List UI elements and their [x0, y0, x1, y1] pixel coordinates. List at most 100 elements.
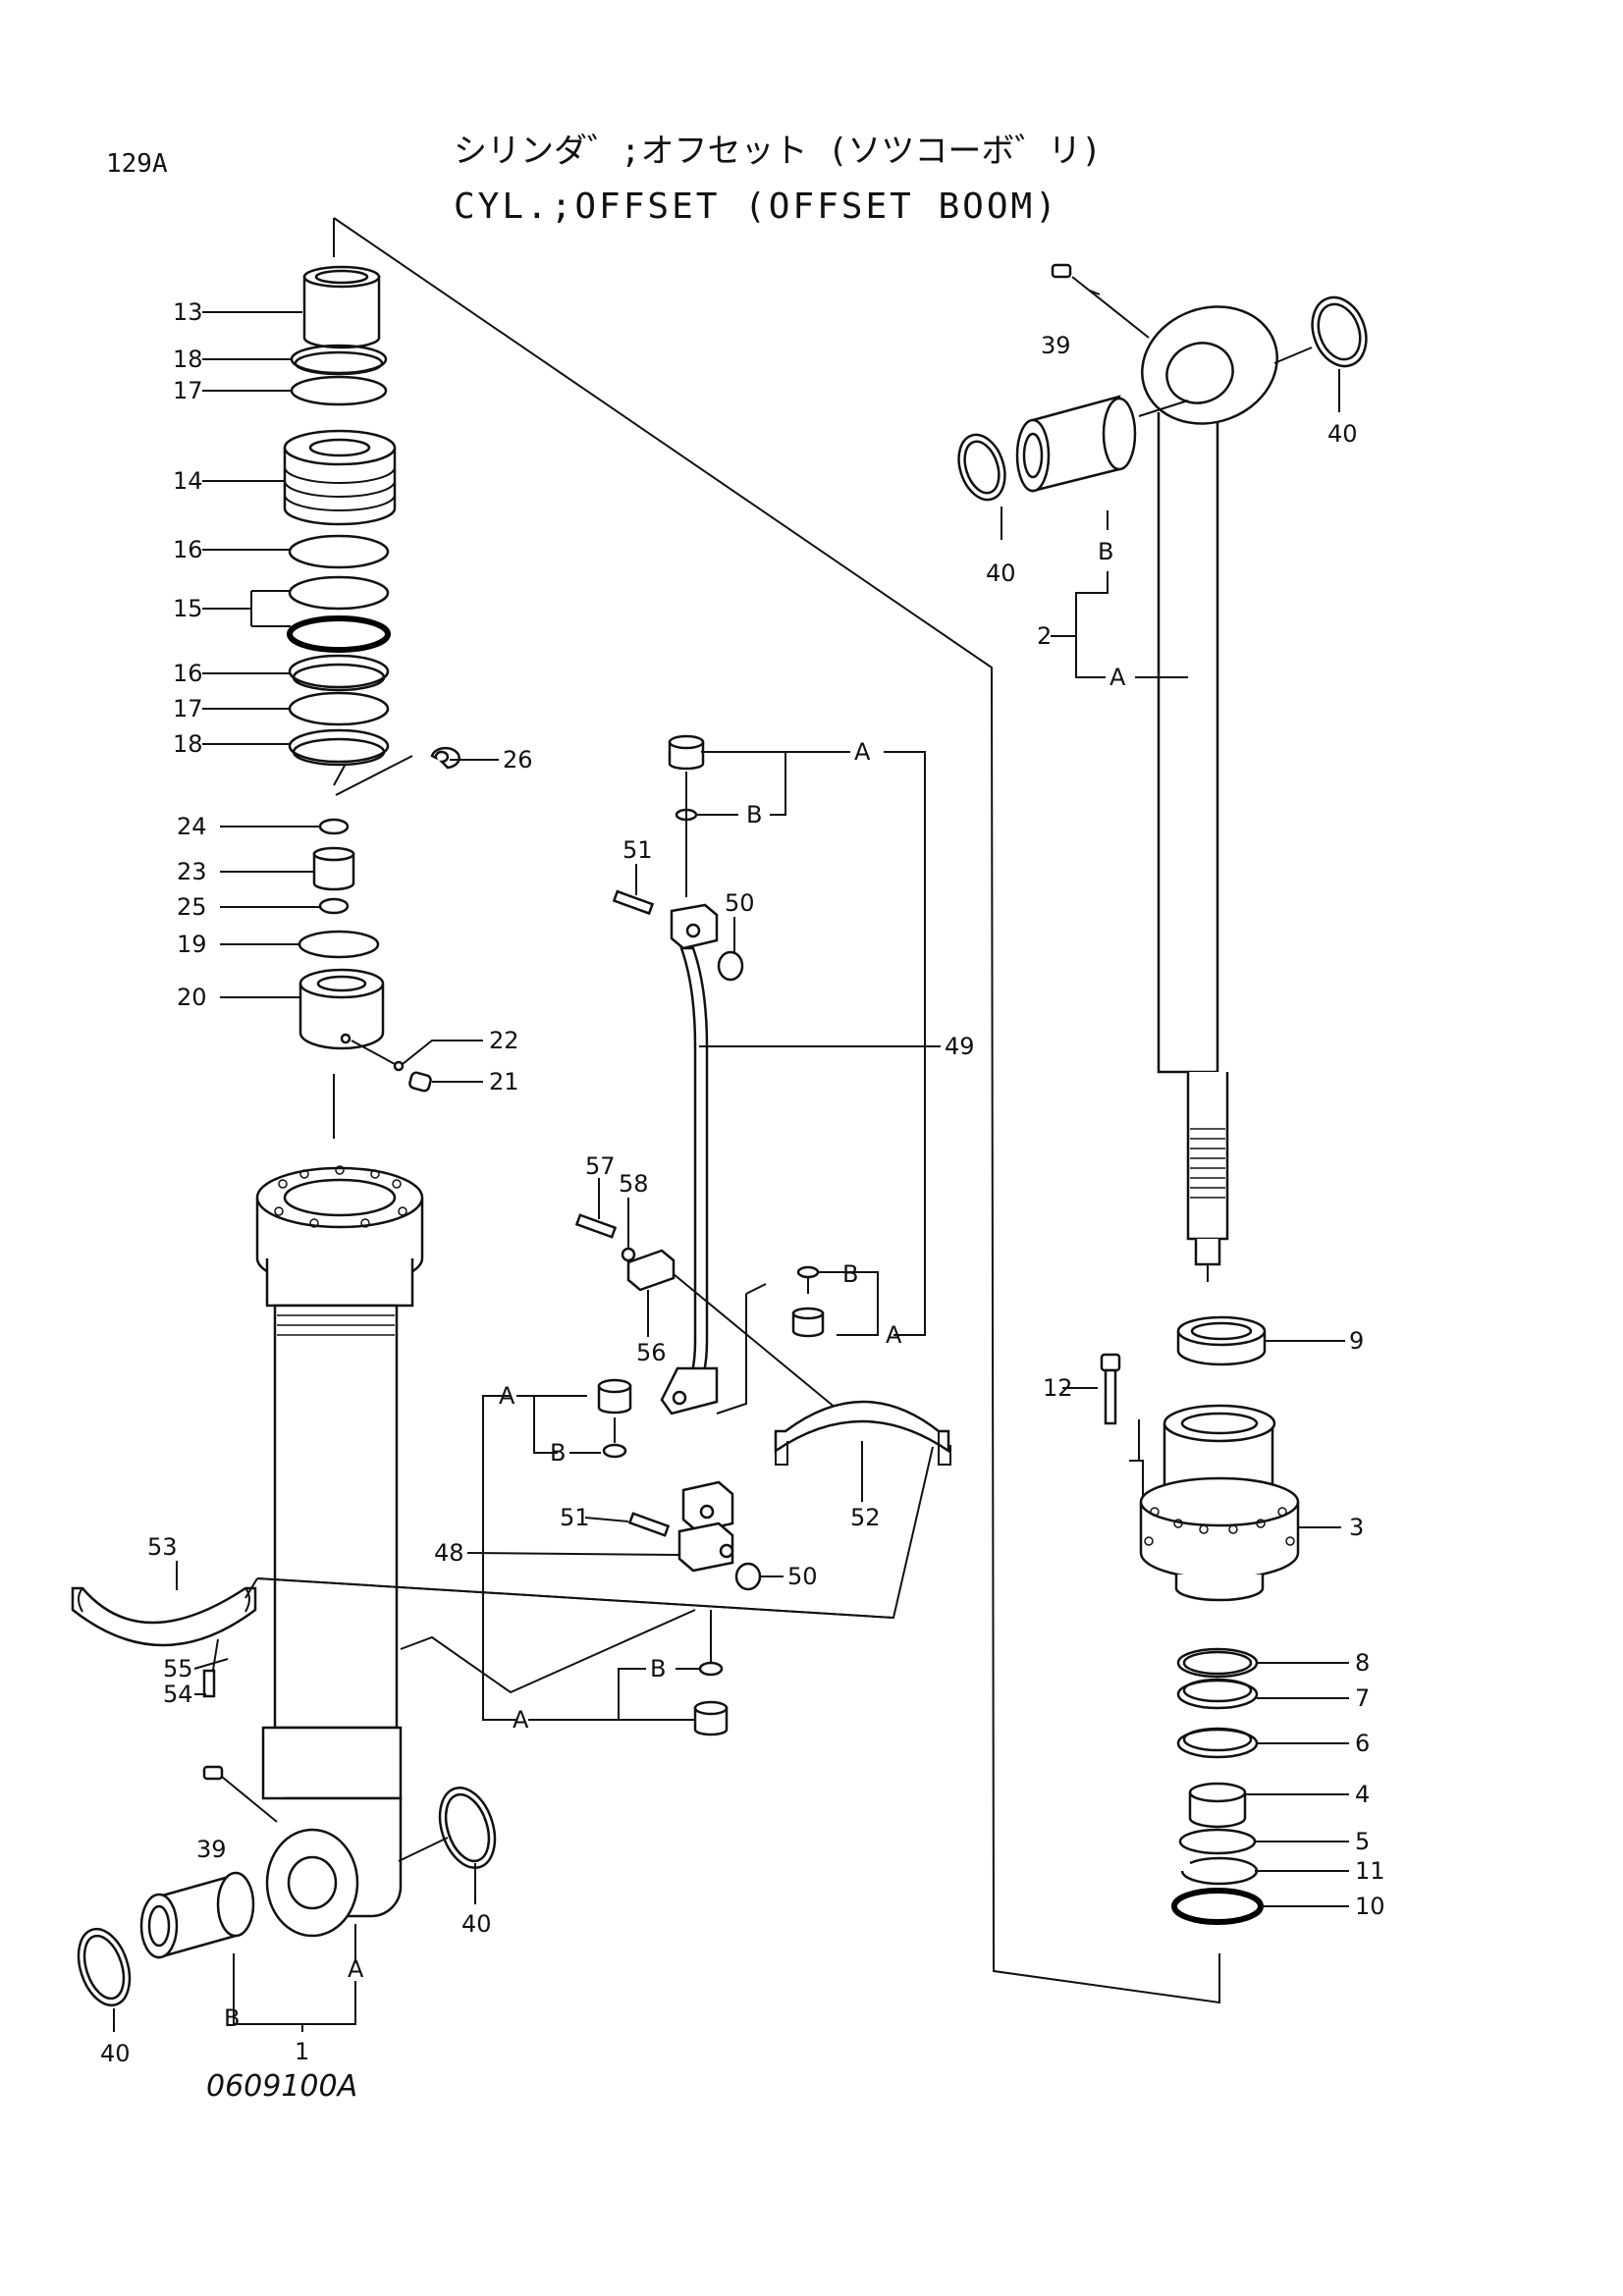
callout-B-top: B — [746, 801, 762, 828]
callout-39-right: 39 — [1041, 332, 1071, 359]
left-seal-stack — [283, 265, 460, 1093]
part-25-ring — [318, 897, 350, 915]
callout-2: 2 — [1037, 622, 1052, 650]
part-2-piston-rod — [1141, 305, 1278, 1282]
callout-16: 16 — [173, 536, 203, 563]
part-5-ring — [1178, 1828, 1257, 1855]
part-13-bushing — [302, 265, 381, 349]
plug-left — [597, 1378, 632, 1415]
part-40-seal-right-left — [957, 433, 1006, 502]
callout-18: 18 — [173, 346, 203, 373]
part-40-seal-right-top — [1273, 295, 1368, 368]
part-56-clip — [626, 1249, 676, 1292]
part-39-grease-nipple-right — [1051, 263, 1150, 339]
title-japanese: シリンダ゛;オフセット (ソツコーボ゛リ) — [454, 132, 1102, 171]
callout-57: 57 — [585, 1152, 616, 1180]
callout-50-lower: 50 — [787, 1563, 818, 1590]
part-22-ball — [393, 1060, 405, 1072]
callout-11: 11 — [1355, 1857, 1385, 1885]
part-18-ring-lower — [288, 728, 390, 764]
callout-58: 58 — [619, 1170, 649, 1198]
callout-1: 1 — [295, 2038, 309, 2065]
part-11-ring — [1180, 1856, 1259, 1886]
callout-4: 4 — [1355, 1781, 1370, 1808]
callout-23: 23 — [177, 858, 207, 885]
callout-22: 22 — [489, 1027, 519, 1054]
part-10-oring — [1171, 1888, 1264, 1925]
part-15-oring — [287, 615, 391, 653]
callout-49: 49 — [945, 1033, 975, 1060]
part-9-nut — [1176, 1315, 1267, 1366]
part-49-pipe — [679, 946, 709, 1388]
part-51-bolt-top — [612, 889, 655, 916]
callout-48: 48 — [434, 1539, 464, 1567]
callout-50-top: 50 — [725, 889, 755, 917]
part-17-ring-lower — [288, 691, 390, 726]
callout-25: 25 — [177, 893, 207, 921]
part-bushing-left — [139, 1871, 255, 1959]
page-code: 129A — [106, 149, 168, 179]
part-16-ring-lower — [288, 654, 390, 689]
assembly-guide-lines — [333, 217, 1220, 2004]
center-pipe-assembly — [400, 734, 951, 1736]
callout-A-right: A — [886, 1321, 902, 1349]
part-39-grease-nipple-left — [202, 1765, 278, 1823]
callout-55: 55 — [163, 1655, 193, 1682]
callout-21: 21 — [489, 1068, 519, 1095]
part-12-bolt — [1100, 1353, 1121, 1425]
part-17-ring — [290, 375, 388, 406]
plug-right — [791, 1307, 825, 1338]
callout-40-left-upper: 40 — [461, 1910, 492, 1938]
callout-53: 53 — [147, 1533, 178, 1561]
leader-lines — [113, 290, 1349, 2032]
pipe-elbow — [660, 1366, 719, 1415]
callout-26: 26 — [503, 746, 533, 774]
part-3-cylinder-head — [1129, 1404, 1300, 1602]
part-14-piston — [283, 429, 397, 526]
callout-20: 20 — [177, 984, 207, 1011]
part-block-lower — [681, 1480, 734, 1533]
part-58-washer — [621, 1247, 636, 1262]
callout-3: 3 — [1349, 1514, 1364, 1541]
title-english: CYL.;OFFSET (OFFSET BOOM) — [454, 187, 1059, 227]
callout-1-B: B — [224, 2004, 240, 2032]
part-40-seal-left-lower — [77, 1927, 132, 2007]
callout-16-lower: 16 — [173, 660, 203, 687]
part-16-ring — [288, 534, 390, 569]
part-53-clamp — [71, 1586, 257, 1698]
part-57-bolt — [574, 1213, 618, 1239]
part-4-bushing — [1188, 1782, 1247, 1829]
part-50-oring-top — [717, 950, 744, 982]
callout-labels: 13 18 17 14 16 15 16 17 18 26 24 23 25 1… — [100, 298, 1385, 2067]
part-block-top — [670, 903, 719, 950]
part-18-ring — [290, 344, 388, 375]
part-24-ring — [318, 818, 350, 835]
callout-A-bottom: A — [513, 1706, 529, 1734]
part-19-ring — [298, 930, 380, 959]
part-bushing-right — [1015, 395, 1189, 493]
part-40-seal-left-upper — [398, 1787, 497, 1869]
part-15-ring — [288, 575, 390, 611]
drawing-number: 0609100A — [206, 2069, 358, 2104]
callout-2-B: B — [1098, 538, 1113, 565]
callout-12: 12 — [1043, 1374, 1073, 1402]
callout-40-right-left: 40 — [986, 560, 1016, 587]
callout-14: 14 — [173, 467, 203, 495]
callout-B-right: B — [842, 1260, 858, 1288]
callout-56: 56 — [636, 1339, 667, 1366]
part-51-bolt-lower — [627, 1512, 671, 1537]
part-1-cylinder-tube — [255, 1165, 424, 1938]
plug-bottom — [693, 1700, 729, 1736]
callout-51-top: 51 — [622, 836, 653, 864]
callout-17: 17 — [173, 377, 203, 404]
part-50-oring-lower — [734, 1562, 762, 1591]
callout-A-top: A — [854, 738, 871, 766]
callout-9: 9 — [1349, 1327, 1364, 1355]
part-26-snap-ring — [430, 746, 460, 770]
callout-39-left: 39 — [196, 1836, 227, 1863]
callout-40-left-lower: 40 — [100, 2040, 131, 2067]
callout-13: 13 — [173, 298, 203, 326]
part-23-collar — [312, 846, 355, 891]
